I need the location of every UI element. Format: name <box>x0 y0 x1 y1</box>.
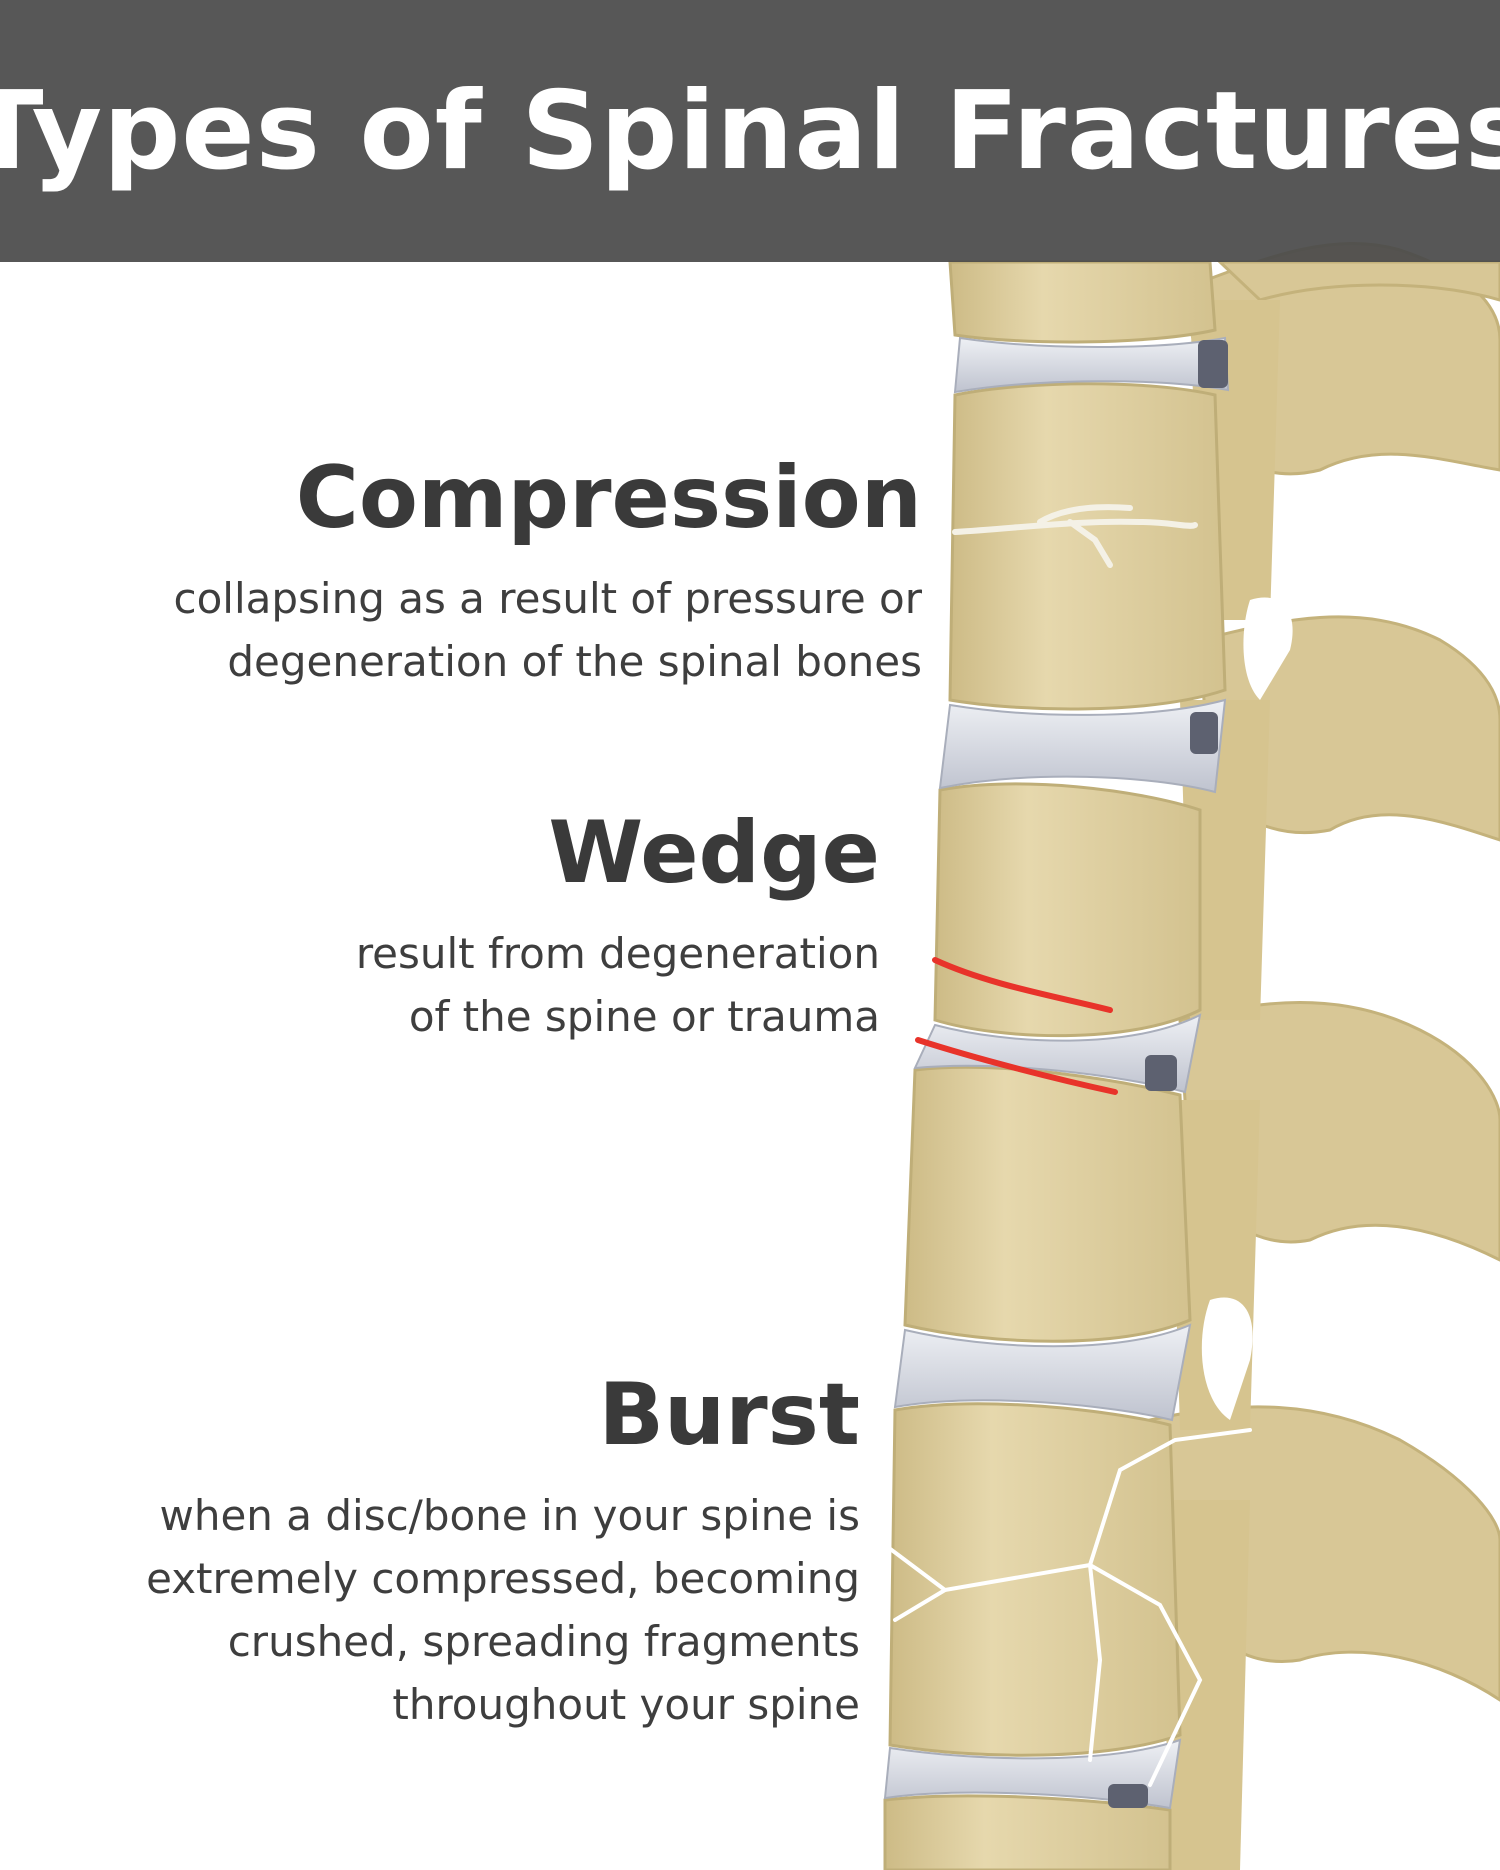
fracture-description-line: degeneration of the spinal bones <box>227 637 922 686</box>
compression-crack <box>952 504 1198 568</box>
fracture-compression: Compression collapsing as a result of pr… <box>174 455 923 693</box>
intervertebral-discs <box>883 336 1230 1810</box>
fracture-description-line: throughout your spine <box>392 1680 860 1729</box>
fracture-title: Wedge <box>548 803 880 903</box>
fracture-description-line: crushed, spreading fragments <box>227 1617 860 1666</box>
burst-fracture-cracks <box>883 1428 1252 1787</box>
foramen-gaps <box>1201 597 1293 1420</box>
vertebral-bodies <box>883 260 1227 1870</box>
fracture-burst: Burst when a disc/bone in your spine is … <box>146 1372 860 1736</box>
fracture-description-line: result from degeneration <box>355 929 880 978</box>
page-title: Types of Spinal Fractures <box>0 68 1500 194</box>
header-banner: Types of Spinal Fractures <box>0 0 1500 262</box>
wedge-fracture-lines <box>915 957 1118 1095</box>
fracture-description-line: when a disc/bone in your spine is <box>159 1491 861 1540</box>
fracture-title: Burst <box>598 1365 861 1465</box>
fracture-description-line: collapsing as a result of pressure or <box>173 574 923 623</box>
fracture-description-line: of the spine or trauma <box>408 992 880 1041</box>
fracture-title: Compression <box>295 448 922 548</box>
fracture-description-line: extremely compressed, becoming <box>146 1554 860 1603</box>
fracture-wedge: Wedge result from degeneration of the sp… <box>356 810 880 1048</box>
disc-shadows <box>1108 340 1228 1808</box>
